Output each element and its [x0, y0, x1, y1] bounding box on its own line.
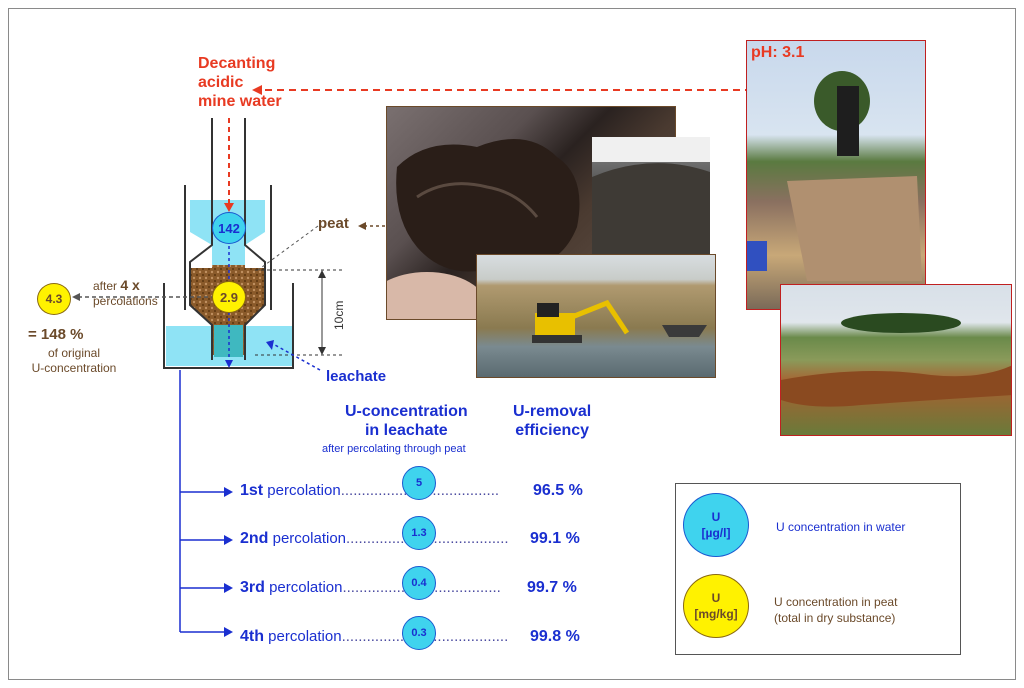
- decanting-label: Decanting acidic mine water: [198, 55, 282, 110]
- percolation-efficiency: 99.7 %: [527, 579, 577, 596]
- excavator-photo: [476, 254, 716, 378]
- depth-label: 10cm: [332, 300, 346, 330]
- legend-box: [675, 483, 961, 655]
- efficiency-heading: U-removal efficiency: [513, 403, 592, 439]
- mine-water-photo: [746, 40, 926, 310]
- legend-peat-circle: U[mg/kg]: [683, 574, 749, 638]
- legend-water-circle: U[µg/l]: [683, 493, 749, 557]
- percolation-row: 1st percolation.........................…: [240, 482, 499, 499]
- percolation-row: 2nd percolation.........................…: [240, 530, 509, 547]
- figure-frame: [8, 8, 1016, 680]
- percolation-value-circle: 0.3: [402, 616, 436, 650]
- conc-subheading: after percolating through peat: [322, 443, 466, 455]
- percolation-row: 3rd percolation.........................…: [240, 579, 501, 596]
- percolation-value-circle: 5: [402, 466, 436, 500]
- ph-label: pH: 3.1: [751, 44, 805, 61]
- percolation-value-circle: 0.4: [402, 566, 436, 600]
- water-concentration-circle: 142: [212, 212, 246, 244]
- after-percolations-label: after 4 x percolations: [93, 277, 158, 309]
- peat-pile-photo: [592, 137, 710, 257]
- percent-label: = 148 %: [28, 326, 84, 343]
- beaker-outline: [163, 283, 294, 369]
- conc-heading: U-concentration in leachate: [345, 403, 468, 439]
- percolation-efficiency: 99.1 %: [530, 530, 580, 547]
- of-original-label: of original U-concentration: [31, 346, 117, 375]
- percolation-efficiency: 99.8 %: [530, 628, 580, 645]
- percolation-value-circle: 1.3: [402, 516, 436, 550]
- percolation-row: 4th percolation.........................…: [240, 628, 508, 645]
- percolation-efficiency: 96.5 %: [533, 482, 583, 499]
- stem-water: [214, 325, 243, 357]
- leachate-label: leachate: [326, 368, 387, 385]
- wetland-photo: [780, 284, 1012, 436]
- peat-label: peat: [318, 215, 349, 232]
- legend-water-desc: U concentration in water: [776, 520, 906, 534]
- peat-concentration-circle: 2.9: [212, 281, 246, 313]
- accumulated-peat-circle: 4.3: [37, 283, 71, 315]
- legend-peat-desc: U concentration in peat (total in dry su…: [774, 595, 898, 625]
